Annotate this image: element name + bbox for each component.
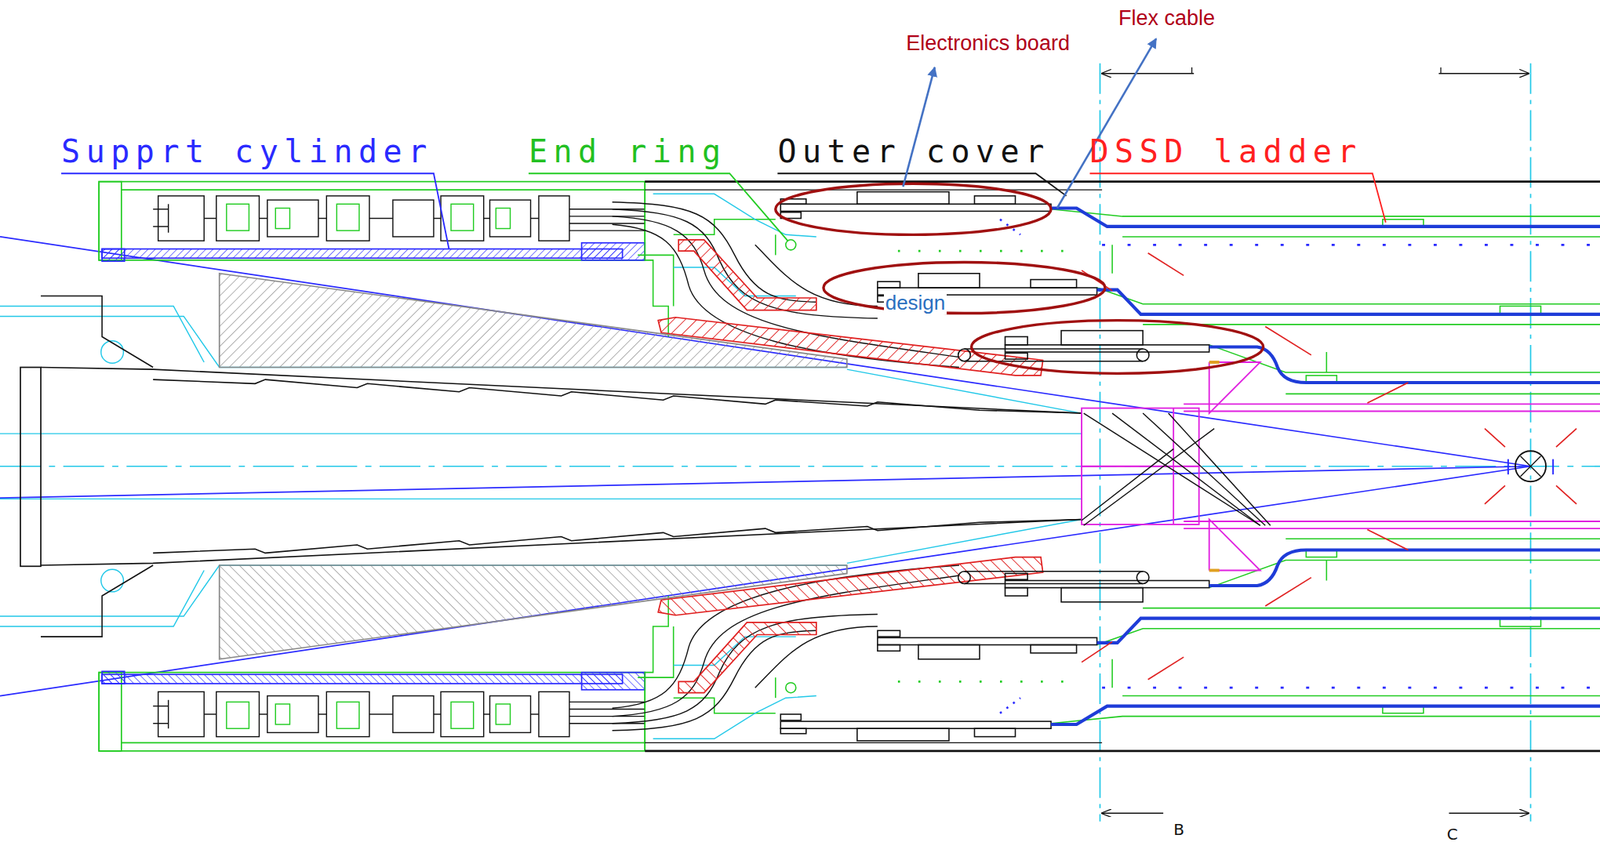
part-label: Outer cover bbox=[777, 133, 1050, 170]
callout-label: Flex cable bbox=[1118, 5, 1215, 31]
section-letter: C bbox=[1447, 825, 1459, 844]
part-label: DSSD ladder bbox=[1089, 133, 1362, 170]
detector-half bbox=[0, 181, 1600, 467]
callout-label: Electronics board bbox=[905, 30, 1070, 56]
highlight-ellipses bbox=[775, 183, 1264, 374]
flange bbox=[20, 367, 1271, 568]
section-letter: B bbox=[1173, 821, 1185, 839]
leader-lines bbox=[61, 38, 1386, 249]
part-label: End ring bbox=[528, 133, 728, 170]
interaction-point bbox=[1484, 429, 1577, 505]
axis-lines bbox=[0, 63, 1600, 822]
part-label: Supprt cylinder bbox=[61, 133, 433, 170]
note-text: design bbox=[883, 291, 948, 315]
